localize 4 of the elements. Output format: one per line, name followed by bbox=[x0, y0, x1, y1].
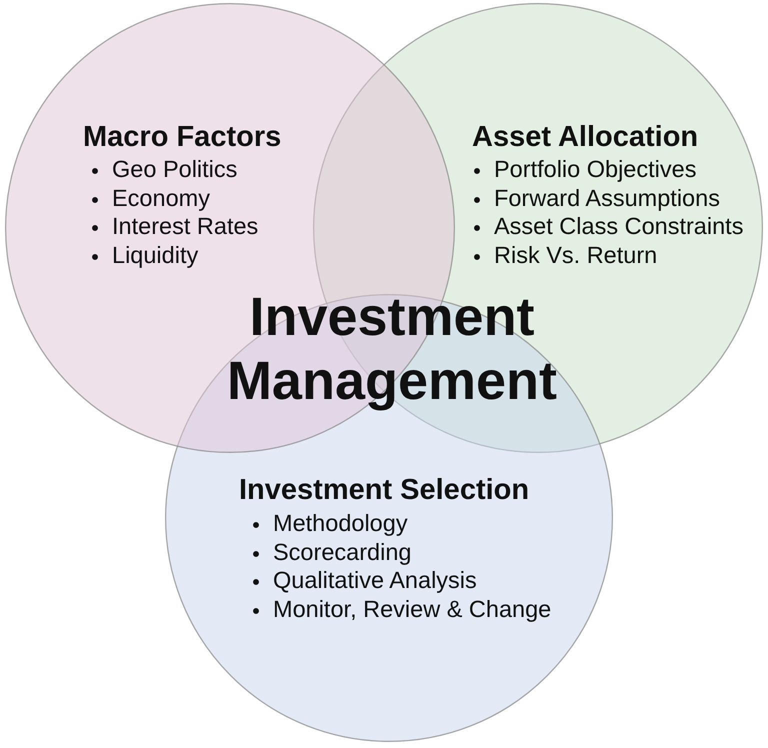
circle-heading: Macro Factors bbox=[83, 122, 282, 152]
center-label: Investment Management bbox=[226, 286, 558, 413]
circle-heading: Asset Allocation bbox=[472, 122, 698, 152]
circle-heading: Investment Selection bbox=[239, 476, 530, 504]
